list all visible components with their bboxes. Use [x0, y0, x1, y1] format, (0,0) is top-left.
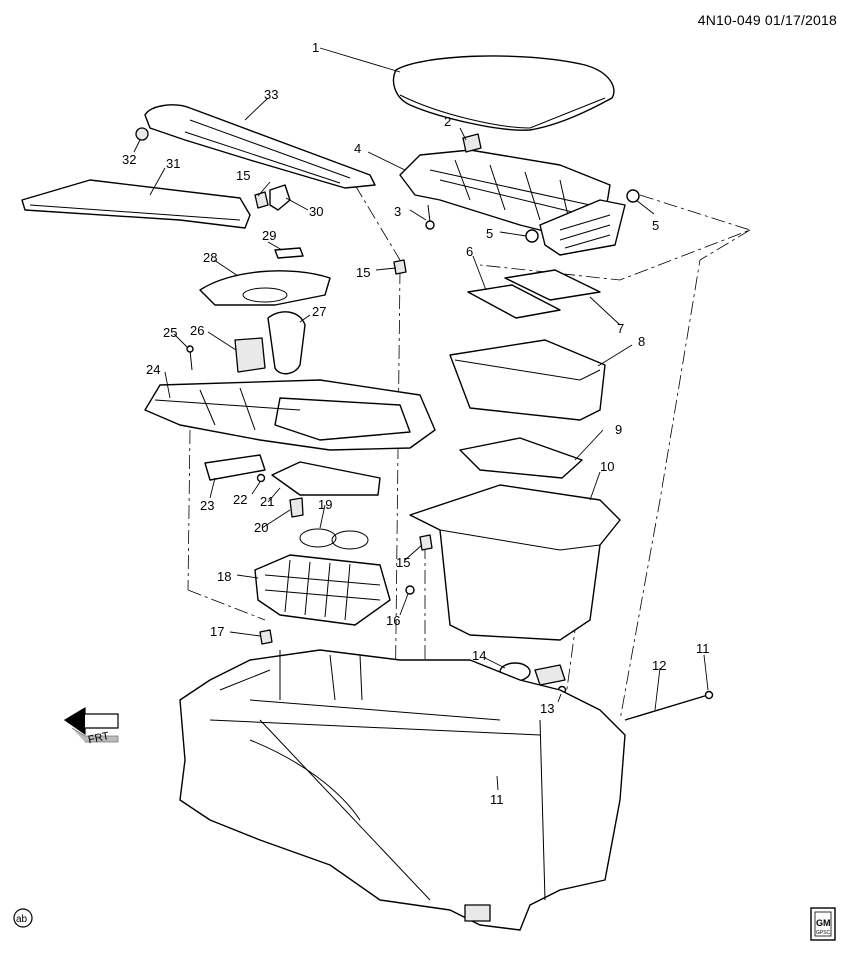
part-switch-26	[234, 337, 266, 373]
callout-16: 16	[386, 613, 400, 628]
part-upper-trim	[144, 104, 376, 189]
callout-11b: 11	[490, 792, 504, 807]
callout-1: 1	[312, 40, 319, 55]
callout-3: 3	[394, 204, 401, 219]
part-mat-7	[504, 269, 601, 301]
callout-28: 28	[203, 250, 217, 265]
callout-7: 7	[617, 321, 624, 336]
callout-10: 10	[600, 459, 614, 474]
part-console-housing	[179, 649, 626, 931]
part-screw-3	[425, 204, 435, 230]
part-mat-6	[467, 284, 561, 319]
ab-label: ab	[16, 914, 28, 925]
diagram-code: 4N10-049 01/17/2018	[697, 12, 837, 28]
callout-15c: 15	[396, 555, 410, 570]
callout-29: 29	[262, 228, 276, 243]
part-lid-21	[271, 461, 381, 496]
part-shift-knob	[267, 311, 306, 375]
callout-6: 6	[466, 244, 473, 259]
part-tray-8	[449, 339, 606, 421]
callout-19: 19	[318, 497, 332, 512]
callout-22: 22	[233, 492, 247, 507]
callout-13: 13	[540, 701, 554, 716]
gm-logo-text: GM	[816, 918, 831, 928]
front-arrow-icon: FRT	[63, 706, 119, 746]
part-module-23	[204, 454, 266, 481]
part-clip-17	[259, 629, 273, 645]
part-armrest-cover	[392, 55, 615, 131]
part-clip-2	[462, 133, 482, 153]
ab-symbol: ab	[13, 908, 33, 928]
part-screw-16	[405, 585, 415, 595]
part-cover-30	[269, 184, 291, 211]
callout-4: 4	[354, 141, 361, 156]
callout-17: 17	[210, 624, 224, 639]
callout-24: 24	[146, 362, 160, 377]
callout-33: 33	[264, 87, 278, 102]
part-screw-22	[256, 473, 266, 483]
callout-9: 9	[615, 422, 622, 437]
part-cupholder-18	[254, 554, 391, 626]
callout-15b: 15	[356, 265, 370, 280]
callout-27: 27	[312, 304, 326, 319]
part-mat-9	[459, 437, 583, 479]
part-storage-bin-10	[409, 484, 621, 641]
part-hinge-bracket	[399, 149, 640, 256]
gm-logo: GM GPSC	[810, 907, 836, 941]
part-pad-29	[274, 247, 304, 259]
callout-21: 21	[260, 494, 274, 509]
callout-23: 23	[200, 498, 214, 513]
part-latch-20	[289, 497, 304, 518]
gm-logo-subtext: GPSC	[816, 930, 831, 936]
part-clip-15c	[419, 534, 433, 551]
part-console-frame	[144, 379, 436, 451]
part-clip-15a	[254, 191, 269, 209]
callout-30: 30	[309, 204, 323, 219]
callout-5b: 5	[652, 218, 659, 233]
callout-2: 2	[444, 114, 451, 129]
part-rod-12	[624, 694, 709, 721]
part-clip-15b	[393, 259, 407, 275]
leader-lines	[133, 47, 709, 791]
callout-32: 32	[122, 152, 136, 167]
callout-20: 20	[254, 520, 268, 535]
callout-12: 12	[652, 658, 666, 673]
callout-14: 14	[472, 648, 486, 663]
callout-5a: 5	[486, 226, 493, 241]
callout-18: 18	[217, 569, 231, 584]
part-nut-11a	[704, 690, 714, 700]
callout-labels: 1 2 3 4 5 5 6 7 8 9 10 11 11 12 13 14 15…	[122, 40, 710, 807]
callout-15a: 15	[236, 168, 250, 183]
part-cupholder-ring	[299, 528, 369, 550]
callout-25: 25	[163, 325, 177, 340]
part-screw-25	[186, 345, 194, 371]
callout-26: 26	[190, 323, 204, 338]
part-side-trim	[21, 179, 251, 229]
callout-11a: 11	[696, 641, 710, 656]
callout-31: 31	[166, 156, 180, 171]
part-clip-32	[135, 127, 149, 141]
part-shifter-bezel	[199, 270, 331, 306]
front-arrow-label: FRT	[87, 730, 110, 746]
callout-8: 8	[638, 334, 645, 349]
